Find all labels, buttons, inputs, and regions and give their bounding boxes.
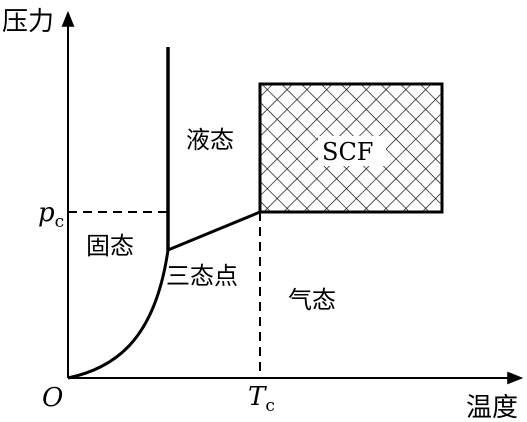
critical-temperature-subscript: c: [265, 396, 275, 416]
liquid-region-label: 液态: [186, 126, 234, 154]
solid-region-label: 固态: [86, 232, 134, 260]
vaporization-curve: [167, 210, 261, 252]
critical-pressure-label: pc: [38, 198, 64, 232]
gas-region-label: 气态: [288, 286, 336, 314]
x-axis-label: 温度: [466, 393, 518, 422]
critical-temperature-label: Tc: [248, 382, 275, 416]
critical-pressure-subscript: c: [55, 212, 65, 232]
scf-label-background: [318, 136, 386, 166]
scf-region-label: SCF: [322, 138, 373, 166]
triple-point-label: 三态点: [166, 262, 238, 290]
sublimation-curve: [67, 249, 170, 380]
y-axis-label: 压力: [2, 7, 54, 37]
critical-pressure-symbol: p: [38, 198, 55, 228]
critical-temperature-symbol: T: [248, 382, 267, 412]
origin-label: O: [42, 383, 63, 413]
